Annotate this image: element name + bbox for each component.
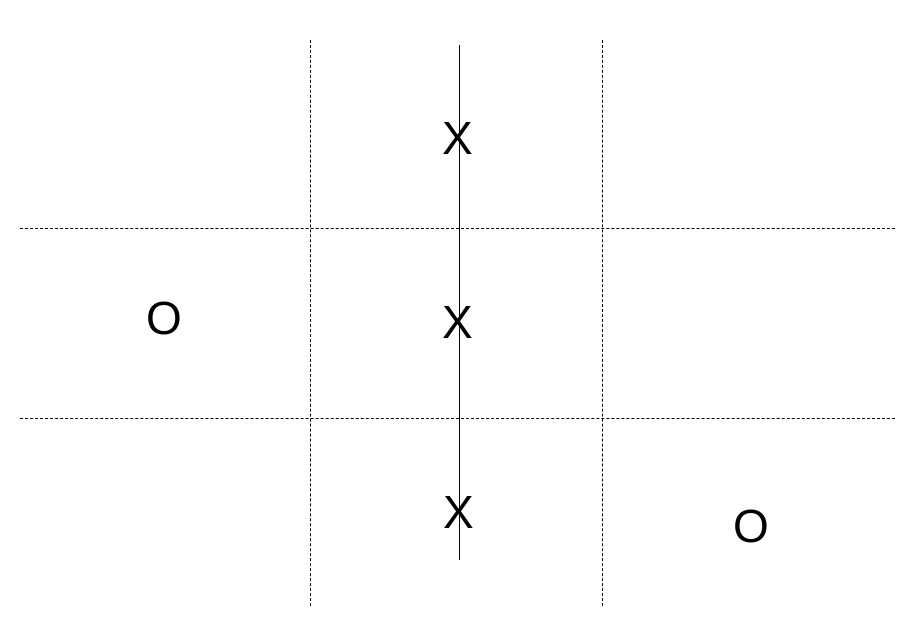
- cell-r0-c1[interactable]: X: [311, 40, 602, 228]
- cell-r2-c0[interactable]: [20, 419, 310, 606]
- grid-line-vertical-2: [602, 40, 603, 606]
- cell-mark: X: [442, 112, 473, 164]
- cell-r1-c2[interactable]: [603, 229, 895, 418]
- winning-line: [459, 45, 460, 560]
- grid-line-horizontal-1: [20, 228, 895, 229]
- cell-r1-c0[interactable]: O: [20, 229, 310, 418]
- cell-mark: O: [733, 500, 769, 552]
- cell-r1-c1[interactable]: X: [311, 229, 602, 418]
- grid-line-horizontal-2: [20, 418, 895, 419]
- cell-mark: X: [443, 486, 474, 538]
- cell-r2-c1[interactable]: X: [311, 419, 602, 606]
- cell-r0-c0[interactable]: [20, 40, 310, 228]
- cell-mark: X: [442, 296, 473, 348]
- cell-r2-c2[interactable]: O: [603, 419, 895, 606]
- cell-r0-c2[interactable]: [603, 40, 895, 228]
- grid-line-vertical-1: [310, 40, 311, 606]
- cell-mark: O: [146, 292, 182, 344]
